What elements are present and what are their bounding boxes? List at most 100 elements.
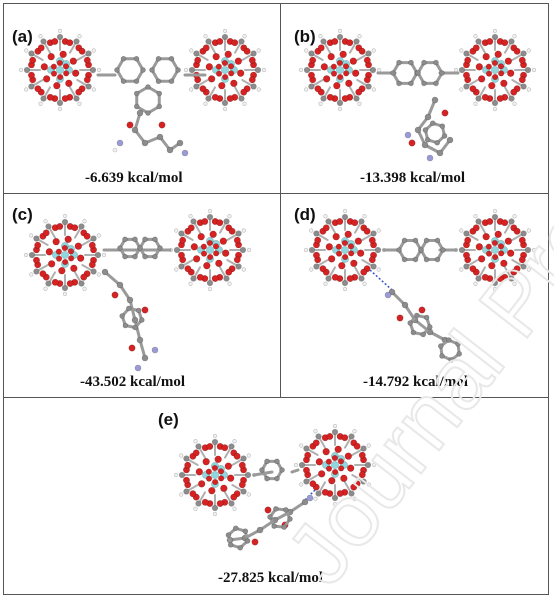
hydrogen-atom <box>309 267 314 272</box>
carbon-atom <box>56 33 64 41</box>
carbon-atom <box>401 237 408 244</box>
oxygen-atom <box>510 88 518 96</box>
carbon-atom <box>274 475 280 482</box>
carbon-atom <box>414 312 420 319</box>
oxygen-atom <box>309 480 317 488</box>
oxygen-atom <box>496 95 504 103</box>
oxygen-atom <box>52 237 60 246</box>
carbon-atom <box>45 223 52 230</box>
oxygen-atom <box>200 243 207 250</box>
panel-label-c: (c) <box>12 205 33 224</box>
carbon-atom <box>508 275 515 282</box>
carbon-atom <box>73 38 80 45</box>
carbon-atom <box>142 253 148 260</box>
bond <box>118 283 132 302</box>
oxygen-atom <box>71 224 79 232</box>
carbon-atom <box>446 136 454 144</box>
carbon-atom <box>221 33 229 41</box>
carbon-atom <box>225 532 232 538</box>
nitrogen-atom <box>151 346 159 354</box>
oxygen-atom <box>491 59 498 67</box>
oxygen-atom <box>55 255 63 262</box>
hydrogen-atom <box>174 228 179 233</box>
carbon-atom <box>369 66 377 74</box>
oxygen-atom <box>215 70 223 77</box>
carbon-atom <box>360 478 367 485</box>
oxygen-atom <box>216 500 224 508</box>
metal-oxo-cluster <box>298 28 382 112</box>
hydrogen-atom <box>473 214 478 219</box>
oxygen-atom <box>333 81 341 90</box>
oxygen-atom <box>56 222 64 230</box>
hydrogen-atom <box>357 101 362 106</box>
carbon-atom <box>358 218 365 225</box>
carbon-atom <box>475 95 482 102</box>
oxygen-atom <box>498 70 505 77</box>
oxygen-atom <box>34 85 42 93</box>
oxygen-atom <box>317 44 325 52</box>
carbon-atom <box>420 331 426 338</box>
oxygen-atom <box>350 483 358 491</box>
oxygen-atom <box>70 264 78 273</box>
oxygen-atom <box>211 464 218 472</box>
oxygen-atom <box>358 451 366 459</box>
oxygen-atom <box>213 250 220 257</box>
carbon-atom <box>524 246 532 254</box>
carbon-atom <box>414 126 422 134</box>
hydrogen-atom <box>57 106 63 112</box>
oxygen-atom <box>343 70 350 77</box>
metal-atom <box>56 66 64 74</box>
carbon-atom <box>491 213 499 221</box>
oxygen-atom <box>494 50 502 59</box>
oxygen-atom <box>341 239 348 247</box>
hydrogen-atom <box>459 228 464 233</box>
oxygen-atom <box>518 76 526 84</box>
oxygen-atom <box>50 70 58 77</box>
oxygen-atom <box>225 268 233 276</box>
carbon-atom <box>424 113 432 121</box>
hydrogen-atom <box>459 48 464 53</box>
metal-oxo-cluster <box>303 208 387 292</box>
carbon-atom <box>175 67 181 73</box>
oxygen-atom <box>238 481 246 489</box>
hydrogen-atom <box>232 439 237 444</box>
carbon-atom <box>418 247 424 253</box>
carbon-atom <box>365 50 372 57</box>
oxygen-atom <box>58 266 66 275</box>
carbon-atom <box>408 59 414 66</box>
oxygen-atom <box>328 476 336 485</box>
carbon-atom <box>254 66 262 74</box>
oxygen-atom <box>347 243 355 250</box>
metal-oxo-cluster <box>453 208 537 292</box>
carbon-atom <box>139 317 145 323</box>
metal-oxo-cluster <box>453 28 537 112</box>
carbon-atom <box>455 341 461 347</box>
carbon-atom <box>89 66 97 74</box>
carbon-atom <box>320 95 327 102</box>
hydrogen-atom <box>342 286 348 292</box>
panel-label-d: (d) <box>294 205 316 224</box>
bond <box>426 98 437 119</box>
oxygen-atom <box>194 56 202 64</box>
oxygen-atom <box>353 442 361 450</box>
oxygen-atom <box>62 63 70 70</box>
hydrogen-atom <box>459 87 464 92</box>
oxygen-atom <box>51 37 59 45</box>
oxygen-atom <box>337 73 344 81</box>
oxygen-atom <box>190 243 199 251</box>
oxygen-atom <box>218 475 225 482</box>
column-divider <box>280 3 281 397</box>
carbon-atom <box>396 59 402 66</box>
carbon-atom <box>122 322 129 329</box>
oxygen-atom <box>325 465 333 472</box>
carbon-atom <box>223 275 230 282</box>
oxygen-atom <box>464 236 472 244</box>
carbon-atom <box>152 253 158 260</box>
oxygen-atom <box>56 59 63 67</box>
metal-oxo-cluster <box>23 213 107 297</box>
oxygen-atom <box>199 85 207 93</box>
hydrogen-atom <box>261 67 267 73</box>
oxygen-atom <box>358 471 366 479</box>
hydrogen-atom <box>189 87 194 92</box>
hydrogen-atom <box>43 286 48 291</box>
